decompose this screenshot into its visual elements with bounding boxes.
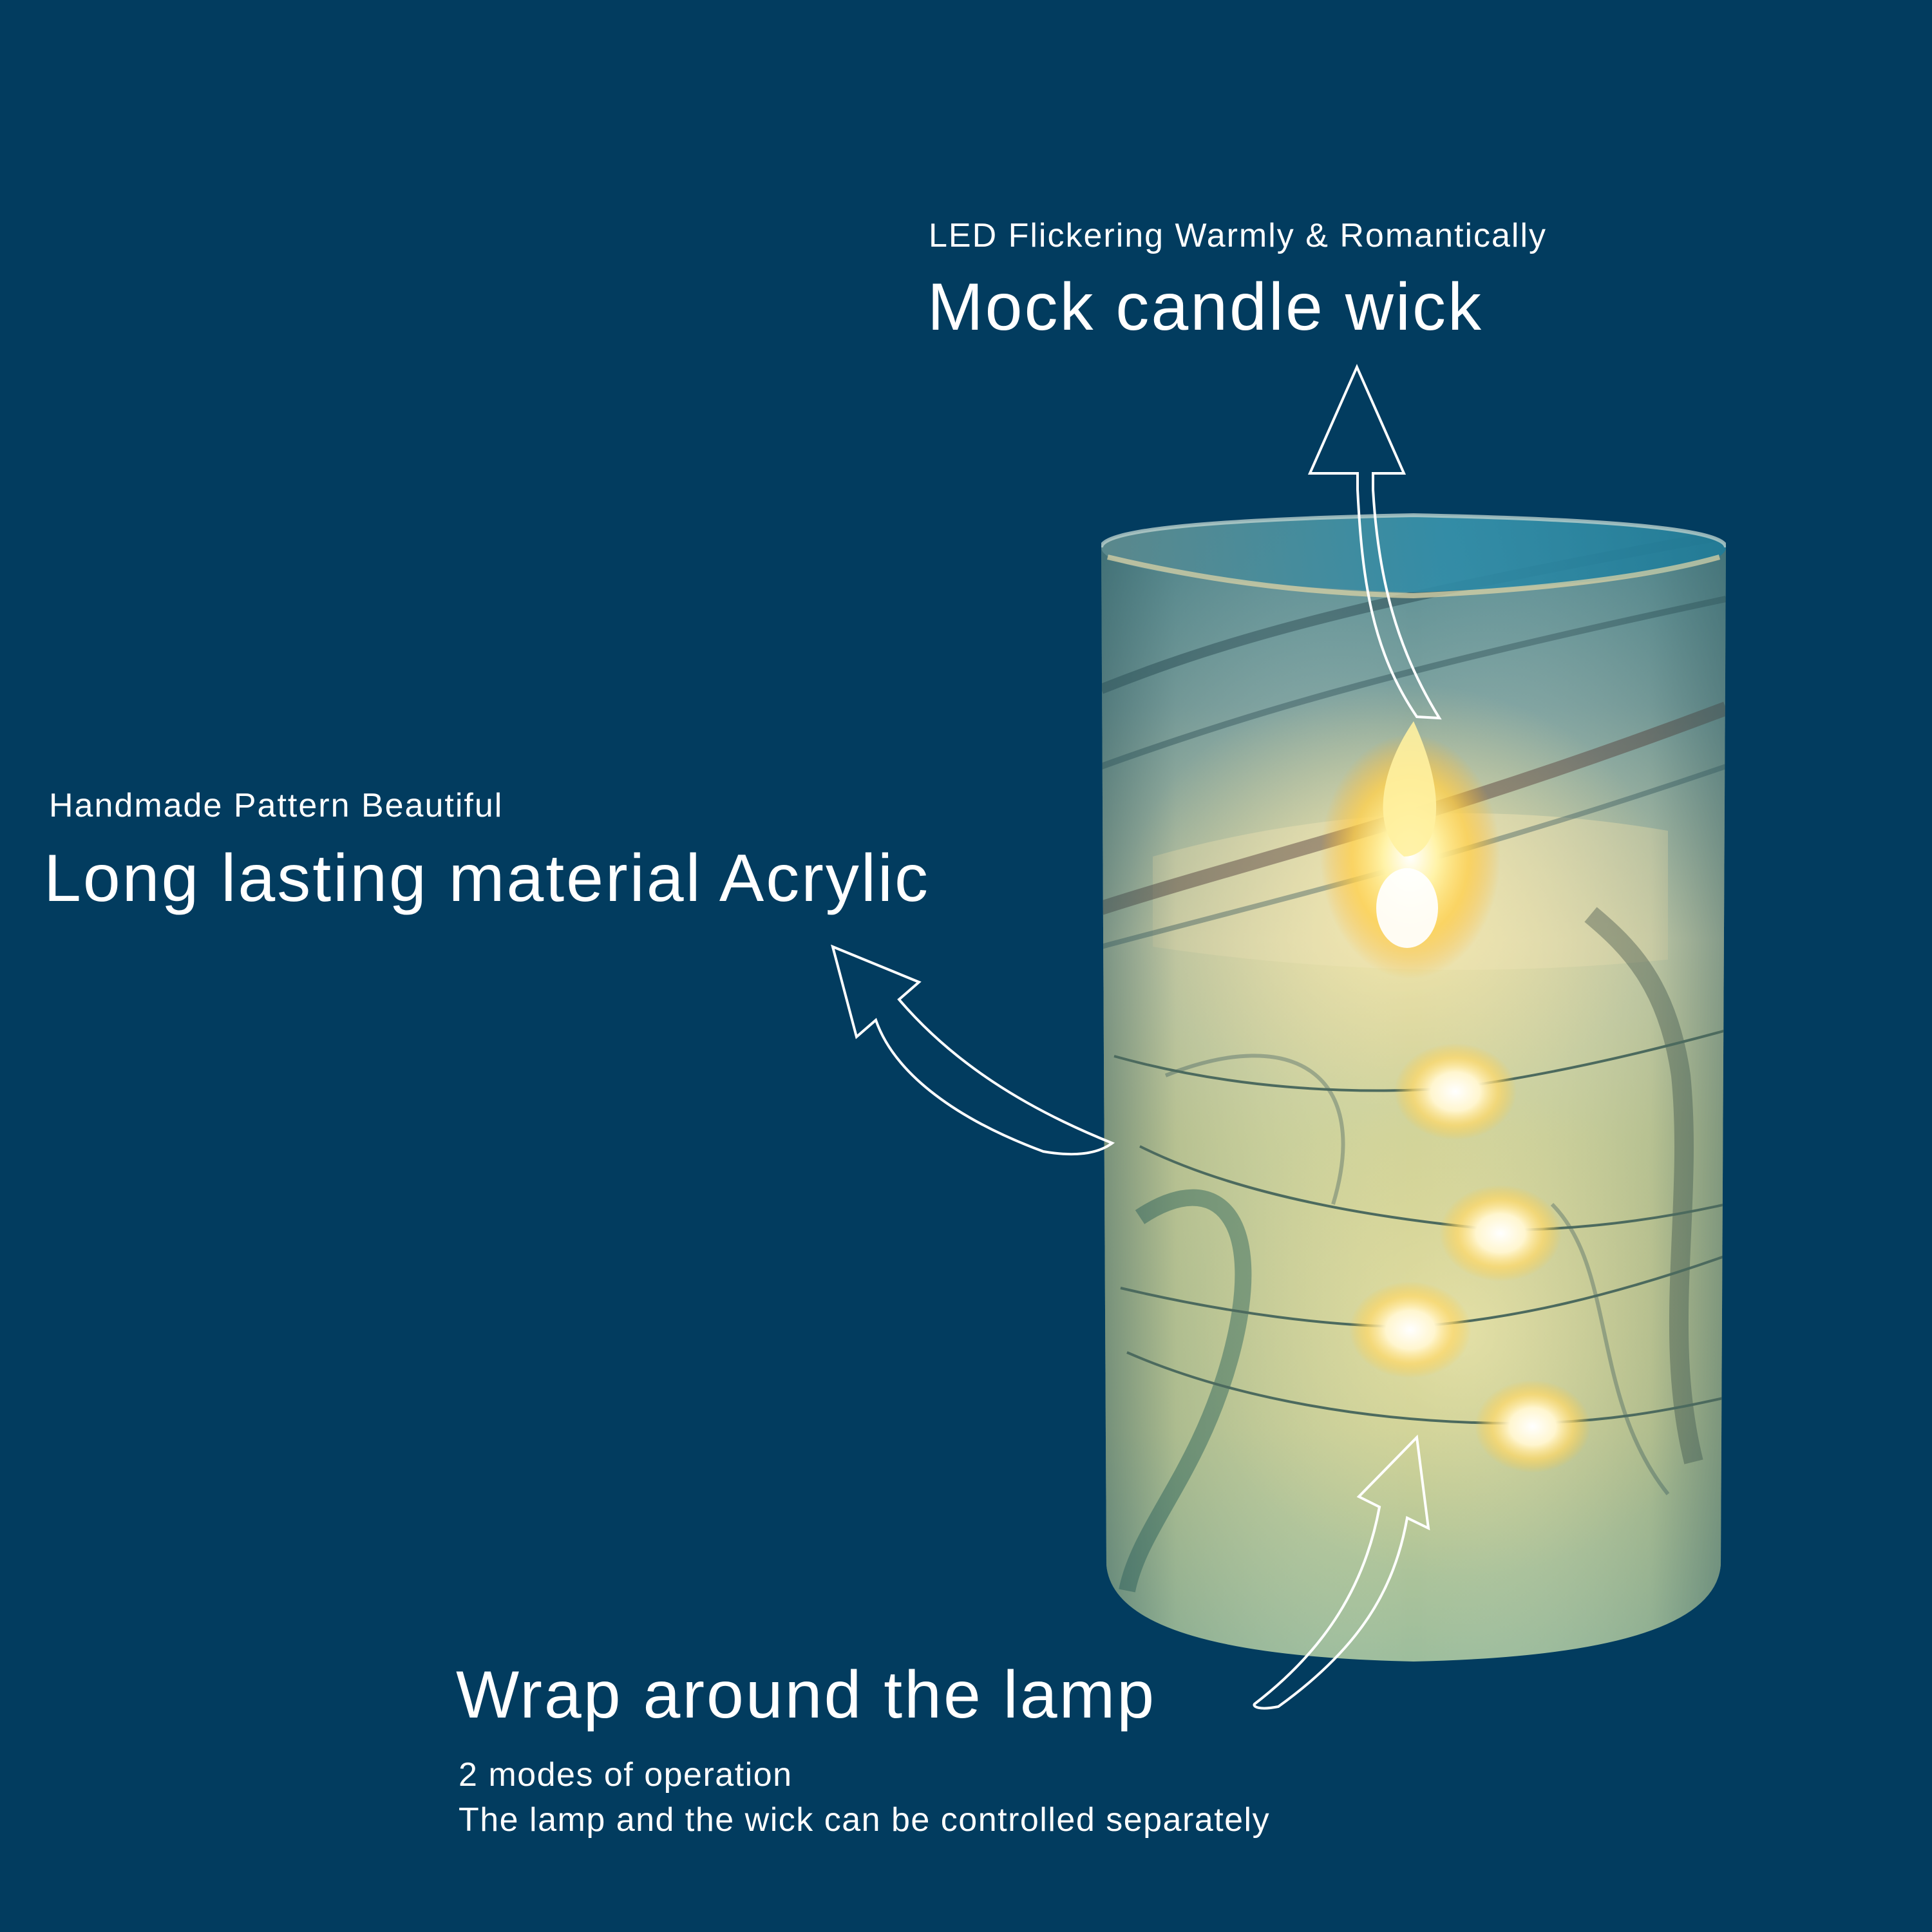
- led-bulb-2: [1439, 1185, 1562, 1282]
- wick-callout-title: Mock candle wick: [927, 270, 1483, 345]
- material-callout-subtitle: Handmade Pattern Beautiful: [49, 787, 504, 824]
- led-bulb-1: [1394, 1043, 1517, 1140]
- lights-callout-title: Wrap around the lamp: [456, 1658, 1157, 1732]
- flame-core: [1376, 868, 1438, 948]
- candle-product-image: [1101, 496, 1726, 1662]
- flame-glow: [1320, 734, 1501, 979]
- arrow-to-material-icon: [831, 944, 1115, 1156]
- led-bulb-4: [1475, 1380, 1591, 1473]
- material-callout-title: Long lasting material Acrylic: [44, 841, 931, 916]
- lights-callout-line-control: The lamp and the wick can be controlled …: [459, 1801, 1271, 1839]
- candle-illustration: [1101, 513, 1726, 1662]
- wick-callout-subtitle: LED Flickering Warmly & Romantically: [929, 217, 1548, 254]
- lights-callout-line-modes: 2 modes of operation: [459, 1756, 793, 1794]
- led-bulb-3: [1349, 1282, 1472, 1378]
- mock-wick-flame: [1383, 721, 1437, 857]
